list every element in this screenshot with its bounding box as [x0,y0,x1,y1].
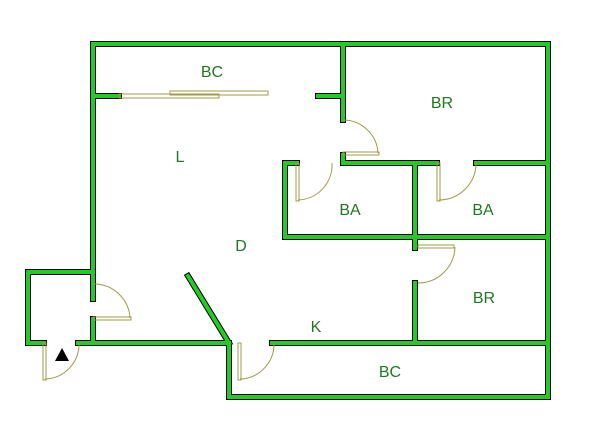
room-label-bc-bottom: BC [379,364,401,381]
room-labels: BC BR L BA BA D BR K BC [176,64,496,381]
door-bathroom-right [436,162,477,202]
room-label-dining: D [235,238,247,255]
room-label-br-bottom: BR [473,290,495,307]
door-bedroom-top [342,119,380,156]
room-label-ba-left: BA [339,202,361,219]
door-bathroom-left [295,162,333,202]
room-label-living: L [176,149,185,166]
door-kitchen-balcony [237,342,275,381]
room-label-bc-top: BC [201,64,223,81]
door-entry [42,342,80,381]
room-label-kitchen: K [311,319,322,336]
sliding-door [118,90,269,99]
door-bedroom-bottom [417,244,456,284]
walls [25,41,551,400]
door-hall [92,283,132,321]
doors [42,119,477,381]
room-label-br-top: BR [431,95,453,112]
room-label-ba-right: BA [472,202,494,219]
up-triangle-icon [55,348,69,361]
